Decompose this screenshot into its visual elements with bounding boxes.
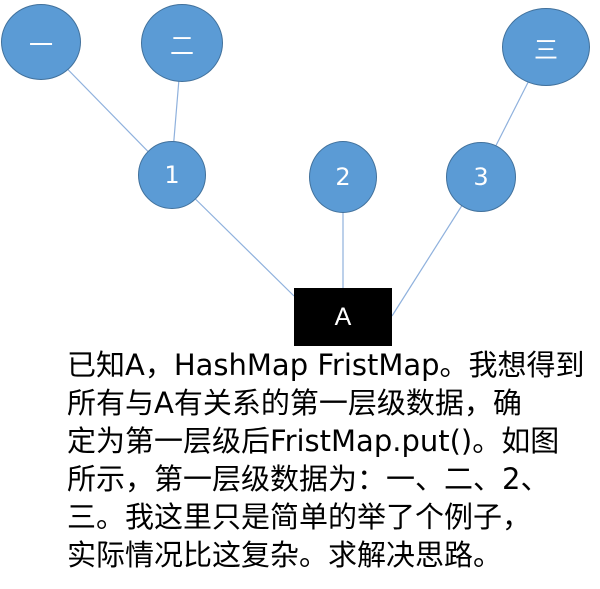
node-mid2: 2 <box>309 141 377 213</box>
description-line: 实际情况比这复杂。求解决思路。 <box>67 538 503 572</box>
description-line: 所示，第一层级数据为：一、二、2、 <box>67 462 550 496</box>
node-root: A <box>294 288 392 346</box>
node-mid3: 3 <box>446 142 516 212</box>
description-line: 三。我这里只是简单的举了个例子， <box>67 500 532 534</box>
description-line: 所有与A有关系的第一层级数据，确 <box>67 386 522 420</box>
description-text: 已知A，HashMap FristMap。我想得到 所有与A有关系的第一层级数据… <box>67 346 592 574</box>
node-mid1: 1 <box>138 141 206 209</box>
node-top3: 三 <box>502 8 590 86</box>
description-line: 定为第一层级后FristMap.put()。如图 <box>67 424 560 458</box>
description-line: 已知A，HashMap FristMap。我想得到 <box>67 348 585 382</box>
node-top1: 一 <box>1 4 81 80</box>
node-top2: 二 <box>141 4 223 82</box>
